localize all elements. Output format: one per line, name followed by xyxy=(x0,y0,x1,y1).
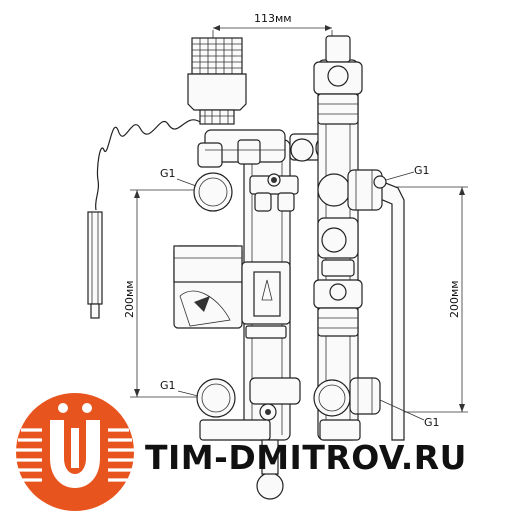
right-lower-valve xyxy=(313,279,363,337)
left-top-connection: G1 xyxy=(160,167,299,212)
connection-label-bottom-left: G1 xyxy=(160,379,176,392)
top-dimension-label: 113мм xyxy=(254,12,292,25)
left-bottom-connection: G1 xyxy=(160,377,301,500)
right-top-valve xyxy=(313,35,363,125)
logo-u-letter-icon xyxy=(50,420,100,488)
brand-website: TIM-DMITROV.RU xyxy=(145,438,467,477)
right-dimension-label: 200мм xyxy=(448,280,461,318)
right-top-connection: G1 xyxy=(317,164,430,211)
mixing-valve xyxy=(197,129,345,168)
brand-logo xyxy=(16,393,134,511)
connection-label-top-left: G1 xyxy=(160,167,176,180)
top-dimension: 113мм xyxy=(212,12,333,60)
left-dimension-label: 200мм xyxy=(123,280,136,318)
connection-label-bottom-right: G1 xyxy=(424,416,440,429)
right-bottom-connection: G1 xyxy=(313,377,440,441)
circulation-pump xyxy=(173,245,291,339)
right-dimension: 200мм xyxy=(395,186,468,413)
connection-label-top-right: G1 xyxy=(414,164,430,177)
actuator xyxy=(187,37,247,125)
temperature-sensor xyxy=(87,119,201,319)
right-ball-valve xyxy=(317,217,359,277)
left-dimension: 200мм xyxy=(123,189,200,398)
